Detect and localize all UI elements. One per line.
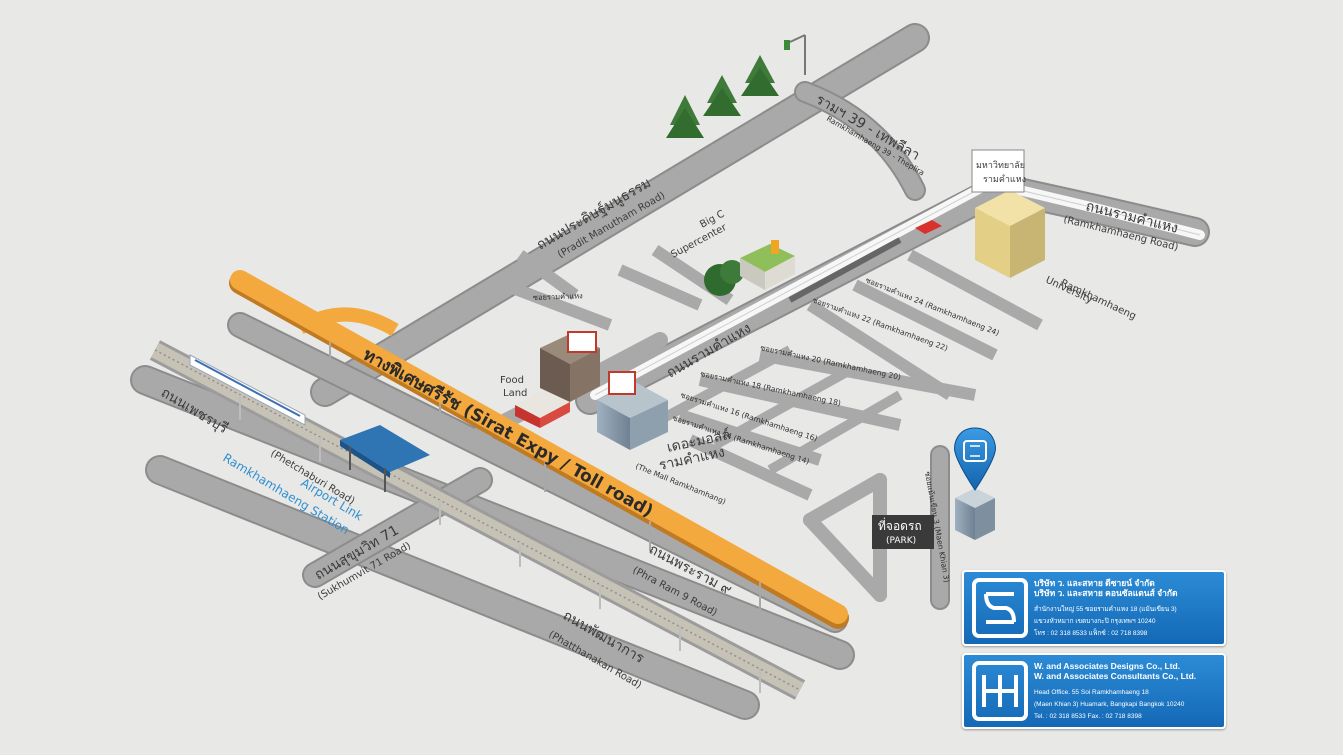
university-sign-2: รามคำแหง	[983, 174, 1026, 185]
map-pin-icon	[954, 427, 996, 491]
airport-link-rail	[149, 340, 806, 700]
university-sign-1: มหาวิทยาลัย	[976, 160, 1025, 171]
company-address-thai-1: สำนักงานใหญ่ 55 ซอยรามคำแหง 18 (แม้นเขีย…	[1034, 606, 1177, 613]
parking-label-th: ที่จอดรถ	[878, 517, 922, 533]
airport-link-station	[340, 425, 430, 492]
office-building	[540, 331, 600, 402]
company-name-english-2: W. and Associates Consultants Co., Ltd.	[1034, 671, 1197, 681]
side-streets	[502, 245, 1043, 501]
company-address-english-3: Tel. : 02 318 8533 Fax. : 02 718 8398	[1034, 713, 1142, 720]
tree-icon	[704, 260, 744, 296]
train-icon	[189, 354, 306, 426]
big-c-building	[740, 240, 795, 290]
ram39-road-th: รามฯ 39 - เทพลีลา	[813, 92, 922, 164]
car-icon	[915, 220, 942, 234]
company-address-english-1: Head Office. 55 Soi Ramkhamhaeng 18	[1034, 689, 1149, 696]
company-name-english: W. and Associates Designs Co., Ltd. W. a…	[1034, 661, 1196, 681]
company-name-thai: บริษัท ว. และสหาย ดีซายน์ จำกัด บริษัท ว…	[1034, 578, 1178, 598]
parking-box	[872, 515, 934, 549]
company-name-english-1: W. and Associates Designs Co., Ltd.	[1034, 661, 1181, 671]
company-address-thai-3: โทร : 02 318 8533 แฟ็กซ์ : 02 718 8398	[1034, 630, 1148, 637]
tree-icon	[666, 95, 704, 138]
w-and-associates-building	[955, 488, 995, 540]
trees	[666, 55, 779, 296]
soi-small-label: ซอยรามคำแหง	[533, 291, 583, 302]
food-land-building	[515, 390, 570, 428]
company-address-thai-2: แขวงหัวหมาก เขตบางกะปิ กรุงเทพฯ 10240	[1034, 618, 1156, 625]
parking-label-en: (PARK)	[886, 536, 916, 546]
elevated-walkway	[590, 177, 1205, 400]
company-address-english-2: (Maen Khian 3) Huamark, Bangkapi Bangkok…	[1034, 701, 1185, 708]
food-land-label-2: Land	[503, 388, 527, 399]
company-card-english: W. and Associates Designs Co., Ltd. W. a…	[962, 653, 1226, 729]
sirat-expressway	[229, 270, 849, 629]
tree-icon	[703, 75, 741, 116]
wa-logo-icon	[972, 578, 1028, 638]
tree-icon	[741, 55, 779, 96]
traffic-light	[784, 34, 806, 75]
company-name-thai-2: บริษัท ว. และสหาย คอนซัลแตนส์ จำกัด	[1034, 588, 1178, 598]
wa-logo-icon	[972, 661, 1028, 721]
company-name-thai-1: บริษัท ว. และสหาย ดีซายน์ จำกัด	[1034, 578, 1155, 588]
food-land-label-1: Food	[500, 375, 524, 386]
university-building	[971, 149, 1045, 278]
the-mall-building	[597, 371, 668, 450]
buildings	[515, 149, 1045, 549]
big-c-label-2: Supercenter	[669, 222, 729, 261]
company-card-thai: บริษัท ว. และสหาย ดีซายน์ จำกัด บริษัท ว…	[962, 570, 1226, 646]
